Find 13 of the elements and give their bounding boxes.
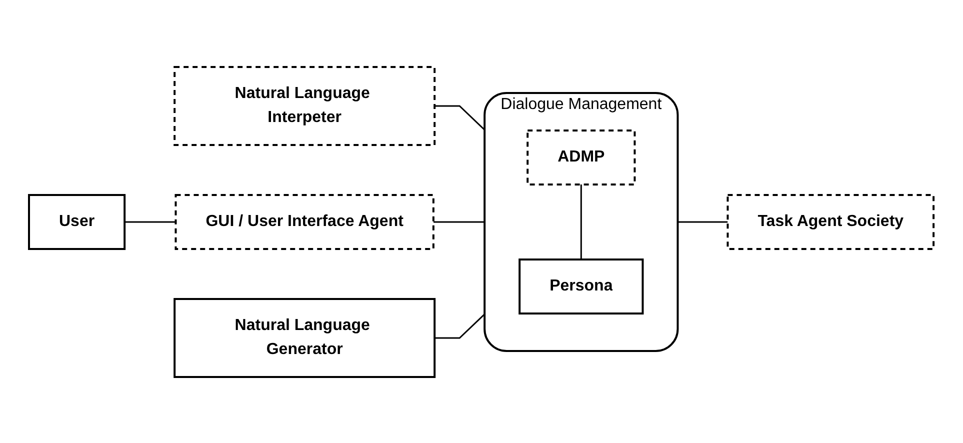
- connector: [678, 220, 728, 222]
- connector: [580, 184, 582, 259]
- node-box: GUI / User Interface Agent: [174, 194, 435, 250]
- connector: [124, 220, 176, 222]
- connector: [434, 220, 485, 222]
- node-box: User: [28, 194, 126, 250]
- node-box: Persona: [518, 258, 644, 314]
- node-box: ADMP: [526, 129, 636, 185]
- node-box: Task Agent Society: [726, 194, 935, 250]
- node-box: Natural Language Interpeter: [174, 66, 436, 146]
- connector: [434, 104, 486, 130]
- node-box: Natural Language Generator: [174, 298, 436, 378]
- connector: [434, 313, 486, 338]
